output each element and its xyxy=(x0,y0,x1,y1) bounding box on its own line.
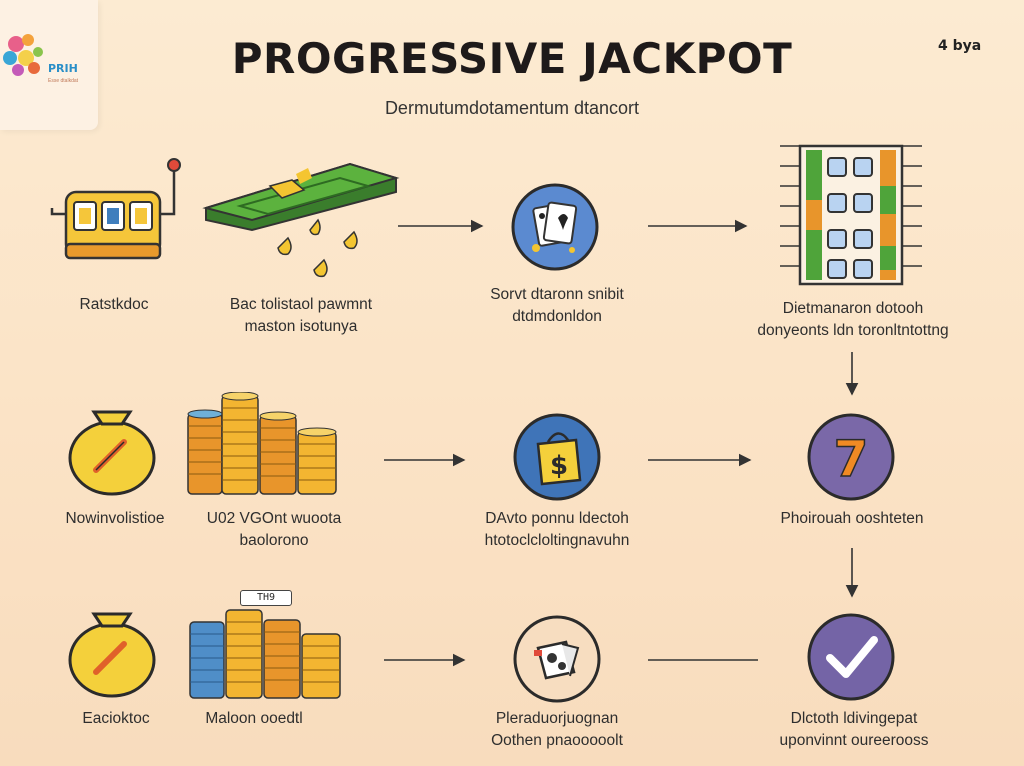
seven-glyph: 7 xyxy=(834,430,869,488)
row1-step1-caption: Bac tolistaol pawmnt maston isotunya xyxy=(196,294,406,338)
slot-machine-icon xyxy=(50,158,181,260)
row3-step2-caption: Pleraduorjuognan Oothen pnaooooolt xyxy=(466,708,648,752)
money-bag-icon-2 xyxy=(68,612,156,698)
token-card-icon xyxy=(513,615,601,703)
page-subtitle: Dermutumdotamentum dtancort xyxy=(384,98,640,118)
logo-card: PRIH Esse dtalkdat xyxy=(0,0,98,130)
row1-label: Ratstkdoc xyxy=(79,296,149,313)
row3-step1-line1: Maloon ooedtl xyxy=(205,710,303,727)
row1-step3-line2: donyeonts ldn toronltntottng xyxy=(757,322,949,339)
coin-stacks-icon xyxy=(187,392,337,495)
row2-step1-line2: baolorono xyxy=(239,532,309,549)
dollar-bag-icon: $ xyxy=(513,413,601,501)
row2-step3-line1: Phoirouah ooshteten xyxy=(780,510,924,527)
money-bag-icon xyxy=(68,410,156,496)
row3-step3-line1: Dlctoth ldivingepat xyxy=(790,710,918,727)
dollar-sign: $ xyxy=(550,451,568,481)
row1-step1-line2: maston isotunya xyxy=(244,318,358,335)
row2-step2-caption: DAvto ponnu ldectoh htotoclcloltingnavuh… xyxy=(454,508,660,552)
row2-step3-caption: Phoirouah ooshteten xyxy=(742,508,962,530)
logo-subtext: Esse dtalkdat xyxy=(48,78,79,84)
coin-stacks-icon-2 xyxy=(189,609,341,699)
row3-step2-line1: Pleraduorjuognan xyxy=(495,710,619,727)
row1-step1-line1: Bac tolistaol pawmnt xyxy=(229,296,373,313)
row2-step1-line1: U02 VGOnt wuoota xyxy=(206,510,342,527)
reel-strip-icon xyxy=(780,144,922,286)
row3-step3-caption: Dlctoth ldivingepat uponvinnt oureerooss xyxy=(752,708,956,752)
row3-step3-line2: uponvinnt oureerooss xyxy=(779,732,929,749)
row1-step2-caption: Sorvt dtaronn snibit dtdmdonldon xyxy=(462,284,652,328)
checkmark-icon xyxy=(807,613,895,701)
row2-label: Nowinvolistioe xyxy=(65,510,165,527)
logo-icon xyxy=(3,34,43,76)
row2-step2-line1: DAvto ponnu ldectoh xyxy=(485,510,629,527)
row3-step1-caption: Maloon ooedtl xyxy=(184,708,324,730)
coin-tag: TH9 xyxy=(240,590,292,606)
row1-step3-line1: Dietmanaron dotooh xyxy=(782,300,924,317)
row1-step2-line2: dtdmdonldon xyxy=(512,308,602,325)
row3-step2-line2: Oothen pnaooooolt xyxy=(491,732,623,749)
card-table-icon xyxy=(202,162,400,278)
row3-label: Eacioktoc xyxy=(82,710,150,727)
row2-step1-caption: U02 VGOnt wuoota baolorono xyxy=(184,508,364,552)
corner-label: 4 bya xyxy=(938,38,982,54)
playing-cards-icon xyxy=(511,183,599,271)
row1-step3-caption: Dietmanaron dotooh donyeonts ldn toronlt… xyxy=(726,298,980,342)
row1-step2-line1: Sorvt dtaronn snibit xyxy=(490,286,624,303)
page-title: PROGRESSIVE JACKPOT xyxy=(231,34,793,83)
row2-step2-line2: htotoclcloltingnavuhn xyxy=(484,532,630,549)
logo-text: PRIH xyxy=(48,62,78,75)
lucky-seven-icon: 7 xyxy=(807,413,895,501)
